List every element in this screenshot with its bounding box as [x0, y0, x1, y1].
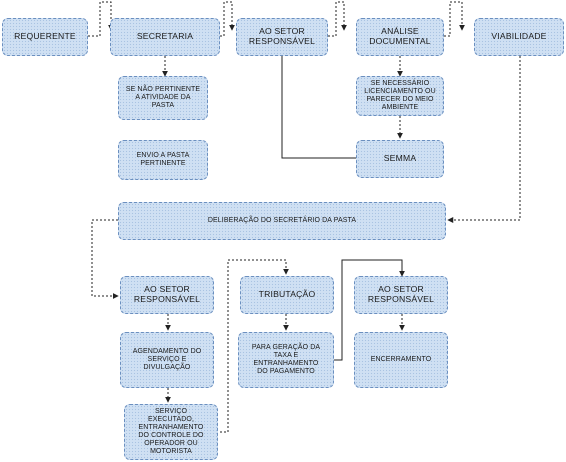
edge-requerente-secretaria — [88, 1, 114, 37]
edge-setor-analise — [328, 1, 347, 37]
node-setor-responsavel-3: AO SETOR RESPONSÁVEL — [354, 276, 448, 314]
edge-deliberacao-setor2 — [91, 219, 119, 299]
node-licenciamento-label: SE NECESSÁRIO LICENCIAMENTO OU PARECER D… — [364, 79, 436, 112]
node-setor-responsavel: AO SETOR RESPONSÁVEL — [236, 18, 328, 56]
node-deliberacao: DELIBERAÇÃO DO SECRETÁRIO DA PASTA — [118, 202, 446, 240]
edge-setor-semma — [281, 56, 356, 159]
node-servico-executado: SERVIÇO EXECUTADO, ENTRANHAMENTO DO CONT… — [124, 404, 218, 460]
node-requerente: REQUERENTE — [2, 18, 88, 56]
node-envio-pasta-label: ENVIO A PASTA PERTINENTE — [136, 151, 190, 167]
edge-executado-tributacao — [220, 259, 289, 433]
edge-secretaria-setor — [220, 1, 235, 37]
edge-viabilidade-deliberacao — [447, 56, 521, 223]
edge-analise-viabilidade — [444, 1, 465, 37]
node-semma: SEMMA — [356, 140, 444, 178]
node-semma-label: SEMMA — [383, 153, 417, 164]
node-agendamento: AGENDAMENTO DO SERVIÇO E DIVULGAÇÃO — [120, 332, 214, 388]
node-tributacao-label: TRIBUTAÇÃO — [258, 289, 316, 300]
node-viabilidade-label: VIABILIDADE — [491, 31, 547, 42]
node-agendamento-label: AGENDAMENTO DO SERVIÇO E DIVULGAÇÃO — [132, 347, 202, 372]
node-tributacao: TRIBUTAÇÃO — [240, 276, 334, 314]
node-deliberacao-label: DELIBERAÇÃO DO SECRETÁRIO DA PASTA — [207, 216, 357, 224]
node-licenciamento: SE NECESSÁRIO LICENCIAMENTO OU PARECER D… — [356, 76, 444, 116]
node-setor-responsavel-2: AO SETOR RESPONSÁVEL — [120, 276, 214, 314]
node-setor-responsavel-label: AO SETOR RESPONSÁVEL — [248, 26, 316, 46]
node-viabilidade: VIABILIDADE — [474, 18, 564, 56]
node-secretaria-label: SECRETARIA — [136, 31, 194, 42]
node-encerramento: ENCERRAMENTO — [354, 332, 448, 388]
node-analise-documental-label: ANÁLISE DOCUMENTAL — [369, 26, 431, 46]
node-nao-pertinente: SE NÃO PERTINENTE A ATIVIDADE DA PASTA — [118, 76, 208, 120]
node-servico-executado-label: SERVIÇO EXECUTADO, ENTRANHAMENTO DO CONT… — [138, 407, 204, 456]
node-requerente-label: REQUERENTE — [14, 31, 76, 42]
node-setor-responsavel-2-label: AO SETOR RESPONSÁVEL — [133, 284, 201, 304]
node-nao-pertinente-label: SE NÃO PERTINENTE A ATIVIDADE DA PASTA — [125, 85, 201, 110]
node-envio-pasta: ENVIO A PASTA PERTINENTE — [118, 140, 208, 180]
node-encerramento-label: ENCERRAMENTO — [370, 355, 432, 363]
node-pagamento-label: PARA GERAÇÃO DA TAXA E ENTRANHAMENTO DO … — [251, 343, 321, 376]
node-pagamento: PARA GERAÇÃO DA TAXA E ENTRANHAMENTO DO … — [238, 332, 334, 388]
node-analise-documental: ANÁLISE DOCUMENTAL — [356, 18, 444, 56]
node-secretaria: SECRETARIA — [110, 18, 220, 56]
node-setor-responsavel-3-label: AO SETOR RESPONSÁVEL — [367, 284, 435, 304]
edge-pagamento-setor3 — [334, 259, 405, 361]
